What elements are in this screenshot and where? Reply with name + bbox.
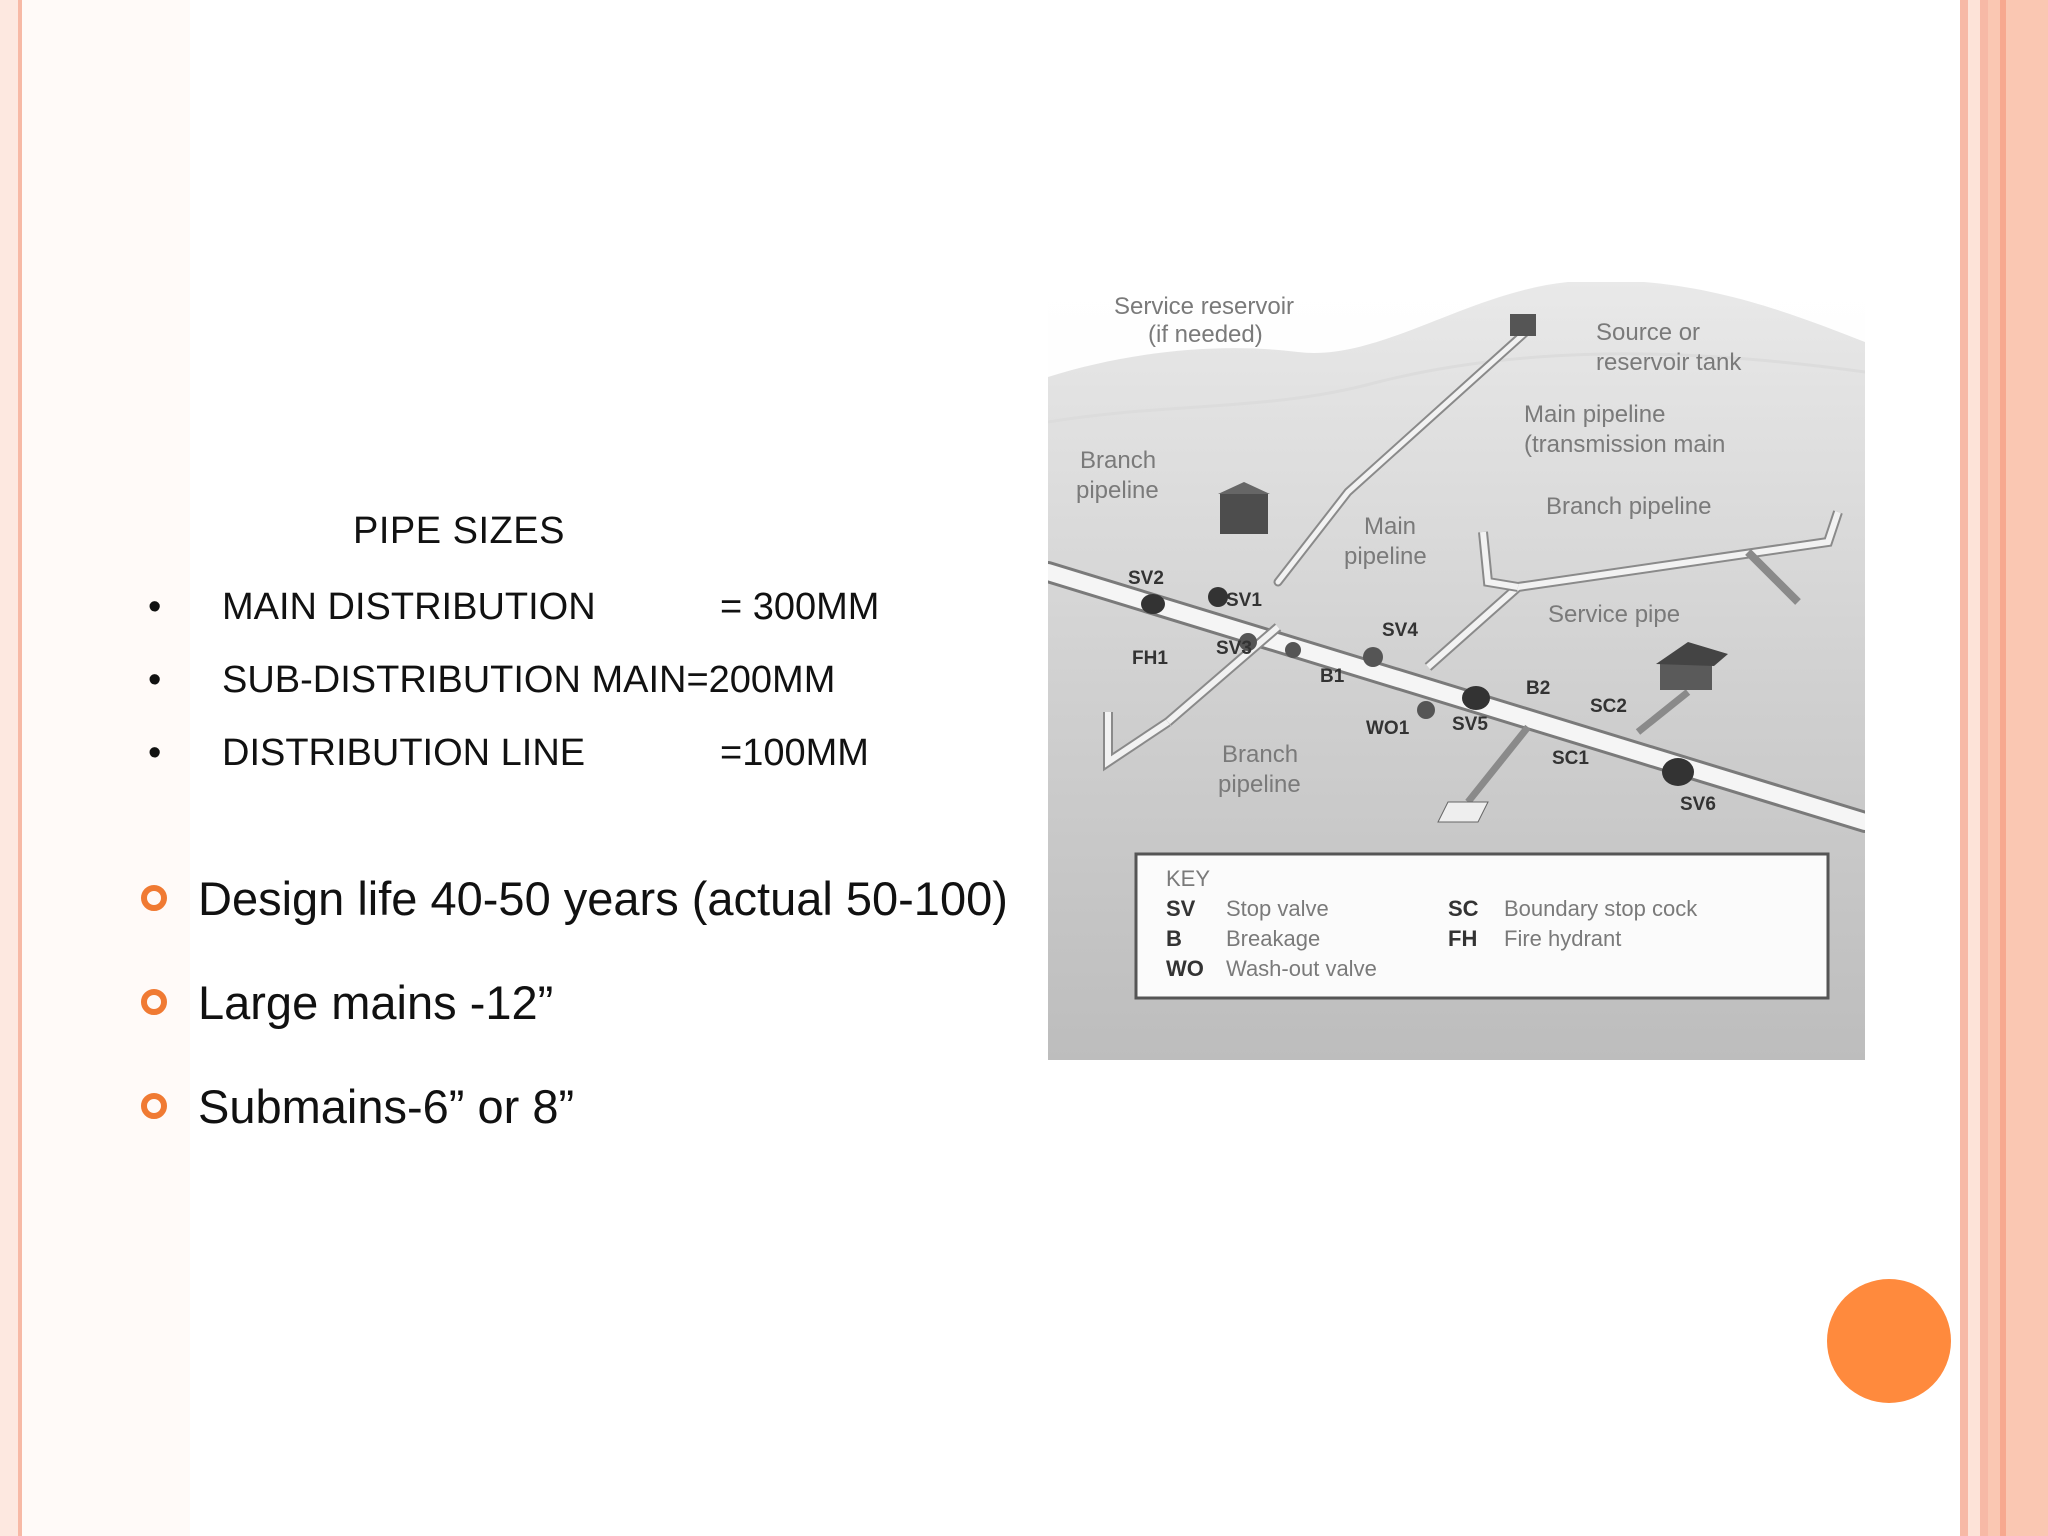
bullet-text: Large mains -12” [198,976,554,1029]
service-reservoir-icon [1220,494,1268,534]
pipe-size-label: MAIN DISTRIBUTION [222,586,596,628]
code-fh1: FH1 [1132,648,1168,669]
pipe-size-label: DISTRIBUTION LINE [222,732,586,774]
code-sc2: SC2 [1590,696,1627,717]
code-wo1: WO1 [1366,718,1410,739]
house-icon [1660,662,1712,690]
orange-circle-decoration [1827,1279,1951,1403]
label-main-mid: Main [1364,513,1416,540]
label-branch-right: Branch pipeline [1546,493,1711,520]
svg-text:FH: FH [1448,926,1477,951]
bullet-text: Design life 40-50 years (actual 50-100) [198,872,1008,925]
right-frame-stripe [1960,0,1968,1536]
reservoir-tank-icon [1510,314,1536,336]
svg-text:WO: WO [1166,956,1204,981]
code-sc1: SC1 [1552,748,1589,769]
right-frame-band [1988,0,2048,1536]
svg-text:pipeline: pipeline [1344,543,1427,570]
svg-text:SC: SC [1448,896,1479,921]
bullet-dot: • [148,732,162,774]
pipe-size-value: =100MM [720,732,869,774]
svg-text:pipeline: pipeline [1076,477,1159,504]
code-b1: B1 [1320,666,1345,687]
svg-text:reservoir tank: reservoir tank [1596,349,1742,376]
code-sv3: SV3 [1216,638,1252,659]
svg-text:(transmission main: (transmission main [1524,431,1725,458]
svg-text:Boundary stop cock: Boundary stop cock [1504,896,1698,921]
svg-text:Wash-out valve: Wash-out valve [1226,956,1377,981]
water-distribution-diagram: Service reservoir (if needed) Source or … [1048,282,1865,1060]
left-frame-border [0,0,22,1536]
svg-text:pipeline: pipeline [1218,771,1301,798]
diagram-key-box [1134,852,1830,1000]
bullet-text: Submains-6” or 8” [198,1080,575,1133]
code-b2: B2 [1526,678,1550,699]
label-service-pipe: Service pipe [1548,601,1680,628]
right-frame-stripe [2000,0,2006,1536]
ring-bullet-icon [141,1093,167,1119]
code-sv6: SV6 [1680,794,1716,815]
key-title: KEY [1166,866,1210,891]
pipe-size-value: = 300MM [720,586,880,628]
right-frame-stripe [1968,0,1980,1536]
pipe-sizes-title: PIPE SIZES [353,510,565,552]
pipe-size-label: SUB-DISTRIBUTION MAIN=200MM [222,659,836,701]
label-source: Source or [1596,319,1700,346]
ring-bullet-icon [141,885,167,911]
svg-text:Stop valve: Stop valve [1226,896,1329,921]
left-frame-panel [22,0,190,1536]
ring-bullet-icon [141,989,167,1015]
code-sv5: SV5 [1452,714,1488,735]
label-branch-left: Branch [1080,447,1156,474]
svg-text:B: B [1166,926,1182,951]
code-sv1: SV1 [1226,590,1262,611]
svg-text:Fire hydrant: Fire hydrant [1504,926,1621,951]
svg-text:(if needed): (if needed) [1148,321,1263,348]
svg-text:SV: SV [1166,896,1196,921]
bullet-dot: • [148,659,162,701]
code-sv2: SV2 [1128,568,1164,589]
label-service-reservoir: Service reservoir [1114,293,1294,320]
label-main-pipeline: Main pipeline [1524,401,1665,428]
svg-text:Breakage: Breakage [1226,926,1320,951]
bullet-dot: • [148,586,162,628]
code-sv4: SV4 [1382,620,1418,641]
label-branch-bottom: Branch [1222,741,1298,768]
right-frame-stripe [1980,0,1988,1536]
